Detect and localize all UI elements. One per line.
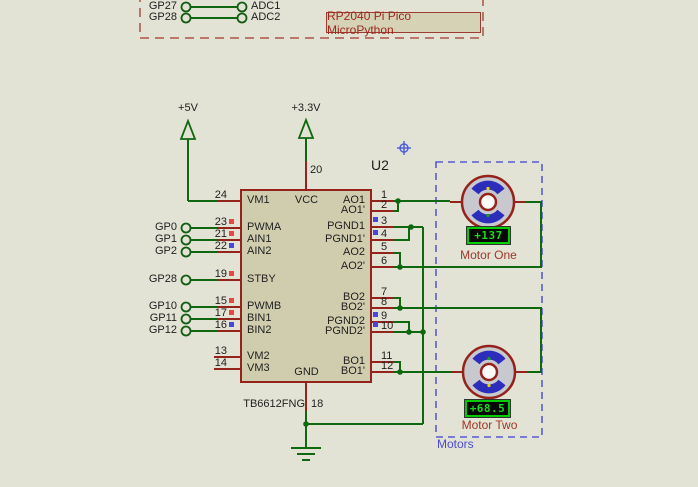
ic-pin-label: PGND2 — [327, 315, 365, 327]
pin-number: 2 — [381, 199, 388, 211]
ic-pin-label: BIN2 — [247, 324, 272, 336]
ic-pin-label: PWMA — [247, 221, 282, 233]
pin-state-square — [229, 231, 234, 236]
gpio-label: GP12 — [148, 324, 177, 336]
pin-number: 22 — [214, 240, 227, 252]
ic-pin-label: VM3 — [247, 362, 270, 374]
ic-pin-label: VM2 — [247, 350, 270, 362]
pin-number: 6 — [381, 255, 388, 267]
power-arrow-5v-icon[interactable] — [179, 118, 197, 140]
module-label: RP2040 Pi Pico MicroPython — [327, 8, 412, 37]
module-terminal-icons[interactable] — [180, 1, 248, 24]
ic-pin-label-gnd: GND — [294, 366, 319, 378]
ic-pin-label: STBY — [247, 273, 276, 285]
pin-state-square — [373, 312, 378, 317]
module-signal-label: ADC1 — [251, 0, 281, 12]
pin-number: 21 — [214, 228, 227, 240]
ic-pin-label: AO1 — [342, 194, 365, 206]
motor-one-reading-display[interactable]: +137 — [467, 227, 510, 244]
motor-one-label: Motor One — [460, 248, 517, 262]
ic-pin-label: BO2 — [342, 291, 365, 303]
ground-symbol-icon[interactable] — [291, 447, 321, 461]
ic-pin-stubs — [214, 161, 527, 411]
pin-state-square — [373, 217, 378, 222]
ic-pin-label: AO1' — [340, 204, 365, 216]
pin-number: 10 — [381, 320, 394, 332]
pin-number: 9 — [381, 310, 388, 322]
module-label-box[interactable]: RP2040 Pi Pico MicroPython — [326, 9, 481, 37]
pin-number: 24 — [214, 189, 227, 201]
pin-number: 23 — [214, 216, 227, 228]
ic-pin-label: PGND2' — [325, 325, 365, 337]
pin-number: 17 — [214, 307, 227, 319]
module-gpio-label: GP28 — [148, 11, 177, 23]
pin-number: 8 — [381, 296, 388, 308]
pin-state-square — [373, 230, 378, 235]
module-gpio-label: GP27 — [148, 0, 177, 12]
gpio-label: GP28 — [148, 273, 177, 285]
pin-number: 16 — [214, 319, 227, 331]
pin-state-square — [229, 322, 234, 327]
gpio-label: GP2 — [154, 245, 177, 257]
motor-two-reading: +68.5 — [469, 402, 506, 415]
pin-number-top: 20 — [310, 164, 323, 176]
power-label-3v3: +3.3V — [291, 102, 321, 114]
motor-two-symbol[interactable] — [461, 344, 517, 400]
pin-number: 11 — [381, 350, 393, 362]
motors-group-outline — [435, 161, 543, 438]
pin-number: 1 — [381, 189, 388, 201]
motor-one-reading: +137 — [474, 229, 503, 242]
pin-state-square — [229, 243, 234, 248]
module-signal-label: ADC2 — [251, 11, 281, 23]
ic-pin-label: BO1' — [340, 365, 365, 377]
pin-number: 13 — [214, 345, 227, 357]
module-outline — [139, 0, 484, 39]
gpio-label: GP1 — [154, 233, 177, 245]
ic-pin-label: AIN2 — [247, 245, 272, 257]
pin-number: 5 — [381, 241, 388, 253]
gpio-label: GP10 — [148, 300, 177, 312]
motors-group-label: Motors — [437, 437, 474, 451]
pin-state-square — [229, 271, 234, 276]
pin-state-square — [229, 310, 234, 315]
pin-state-square — [373, 322, 378, 327]
ic-pin-label: AIN1 — [247, 233, 272, 245]
ic-pin-label: PWMB — [247, 300, 282, 312]
junction-dots — [303, 198, 426, 427]
ic-pin-label: AO2' — [340, 260, 365, 272]
ic-pin-label: VM1 — [247, 194, 270, 206]
ic-part-number: TB6612FNG — [243, 398, 305, 410]
motor-two-label: Motor Two — [461, 418, 518, 432]
ic-pin-label: PGND1' — [325, 233, 365, 245]
motor-two-reading-display[interactable]: +68.5 — [465, 400, 510, 417]
module-wires[interactable] — [191, 6, 237, 19]
gpio-label: GP11 — [149, 312, 177, 324]
ic-pin-label: BO2' — [340, 301, 365, 313]
pin-number: 15 — [214, 295, 227, 307]
power-arrow-3v3-icon[interactable] — [297, 117, 315, 139]
pin-state-square — [229, 298, 234, 303]
pin-number-bottom: 18 — [311, 398, 324, 410]
pin-number: 3 — [381, 215, 388, 227]
ic-pin-label: AO2 — [342, 246, 365, 258]
ic-body-tb6612fng[interactable] — [240, 189, 372, 383]
gpio-terminal-icons[interactable] — [180, 222, 192, 337]
origin-crosshair-icon — [397, 141, 411, 155]
ic-pin-label: BIN1 — [247, 312, 272, 324]
pin-number: 12 — [381, 360, 394, 372]
gpio-label: GP0 — [154, 221, 177, 233]
pin-state-square — [229, 219, 234, 224]
power-label-5v: +5V — [178, 102, 198, 114]
pin-number: 4 — [381, 228, 388, 240]
ic-pin-label: PGND1 — [327, 220, 365, 232]
pin-number: 19 — [214, 268, 227, 280]
pin-number: 7 — [381, 286, 388, 298]
ic-designator: U2 — [371, 157, 389, 173]
motor-one-symbol[interactable] — [460, 174, 516, 230]
ic-pin-label: BO1 — [342, 355, 365, 367]
ic-pin-label-vcc: VCC — [294, 194, 319, 206]
pin-number: 14 — [214, 357, 227, 369]
